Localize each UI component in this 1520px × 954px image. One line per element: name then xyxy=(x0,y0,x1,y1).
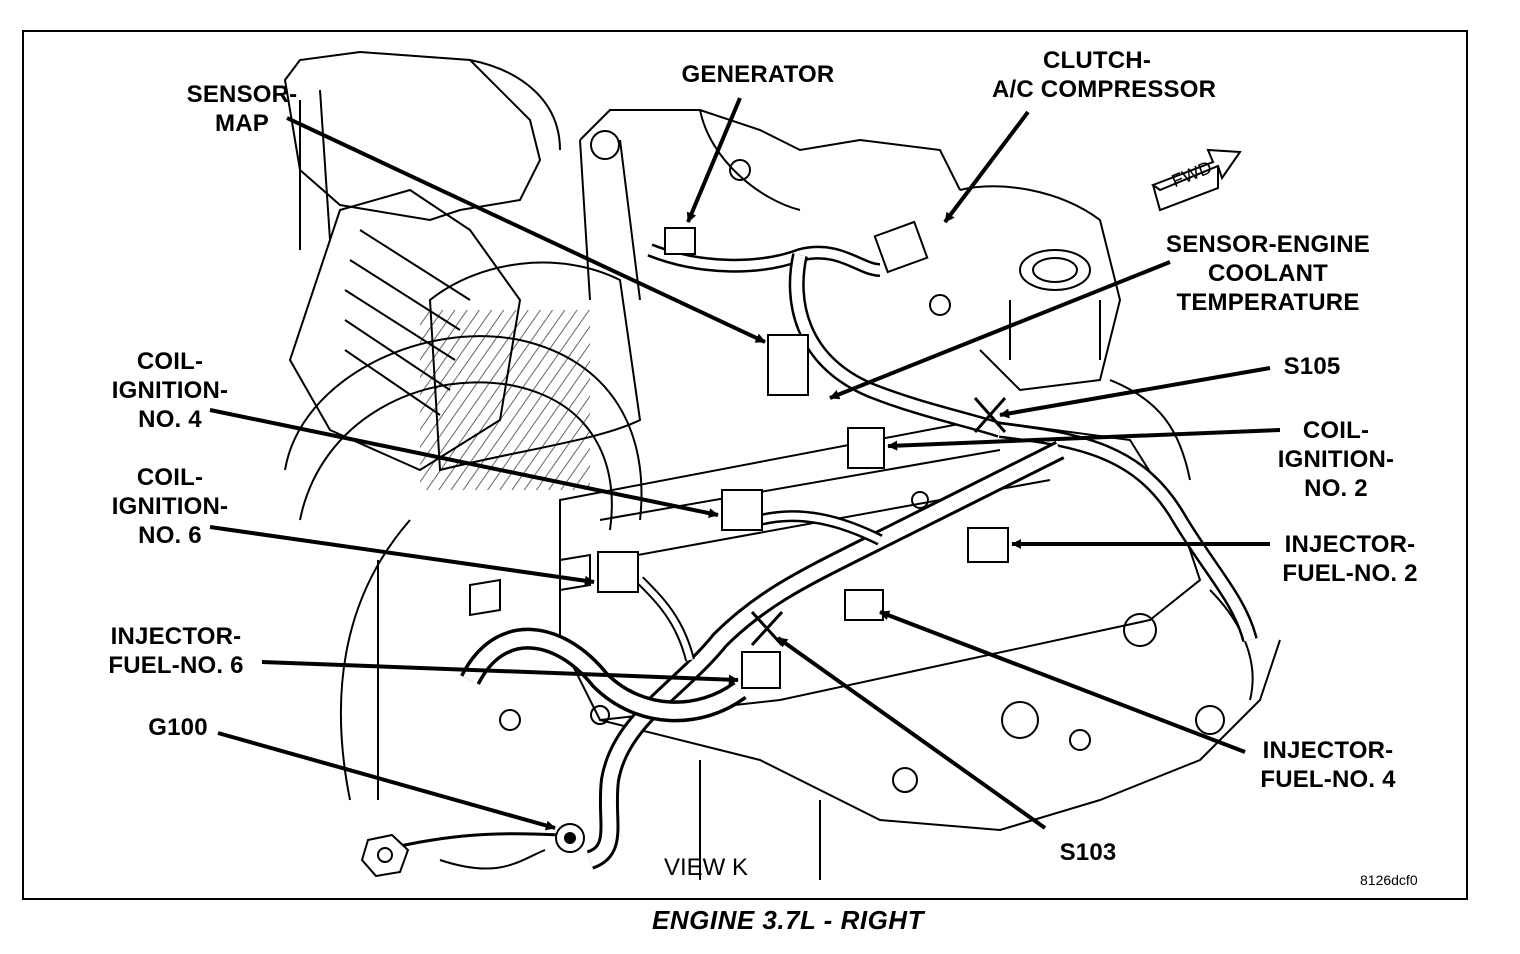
label-sensor-engine-coolant-temperature: SENSOR-ENGINE COOLANT TEMPERATURE xyxy=(1166,231,1370,316)
label-coil-ignition-no2: COIL- IGNITION- NO. 2 xyxy=(1277,417,1395,502)
diagram-caption: ENGINE 3.7L - RIGHT xyxy=(652,905,924,935)
label-s105: S105 xyxy=(1283,353,1341,380)
label-clutch-ac-compressor: CLUTCH- A/C COMPRESSOR xyxy=(992,47,1217,103)
label-coil-ignition-no4: COIL- IGNITION- NO. 4 xyxy=(111,348,229,433)
label-injector-fuel-no2: INJECTOR- FUEL-NO. 2 xyxy=(1282,531,1418,587)
figure-code: 8126dcf0 xyxy=(1360,872,1418,888)
label-sensor-map: SENSOR- MAP xyxy=(186,81,298,137)
view-label: VIEW K xyxy=(664,854,749,881)
forward-arrow xyxy=(1150,148,1242,212)
leader-lines xyxy=(209,97,1281,831)
label-injector-fuel-no6: INJECTOR- FUEL-NO. 6 xyxy=(108,623,244,679)
wiring-harness xyxy=(379,243,1258,870)
label-s103: S103 xyxy=(1059,839,1117,866)
label-g100: G100 xyxy=(148,714,208,741)
label-generator: GENERATOR xyxy=(681,61,835,88)
label-injector-fuel-no4: INJECTOR- FUEL-NO. 4 xyxy=(1260,737,1396,793)
label-coil-ignition-no6: COIL- IGNITION- NO. 6 xyxy=(111,464,229,549)
connectors xyxy=(360,220,1009,878)
diagram-frame xyxy=(22,30,1468,900)
